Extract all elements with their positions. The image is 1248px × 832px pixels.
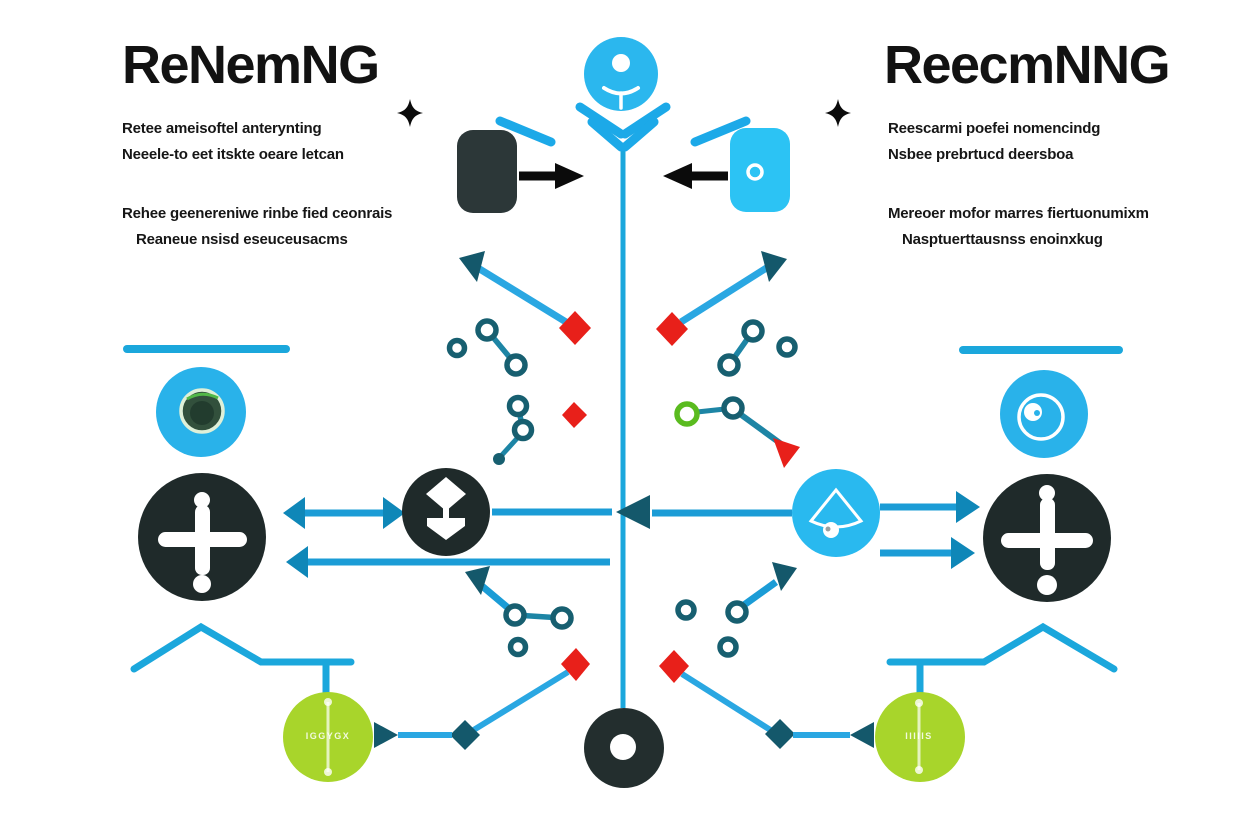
mid-left-double-arrow	[283, 497, 610, 578]
left-text-line: Rehee geenereniwe rinbe fied ceonrais	[122, 205, 393, 222]
eye-icon	[1017, 393, 1065, 441]
left-target-node	[156, 367, 246, 457]
left-green-node	[283, 692, 373, 782]
left-text-block-1: Retee ameisoftel anterynting Neeele-to e…	[122, 116, 344, 169]
upper-right-arrow	[656, 251, 787, 346]
green-dot	[674, 401, 700, 427]
bottom-left-cluster	[374, 566, 590, 750]
speaker-dot-icon	[612, 54, 630, 72]
right-zigzag	[886, 622, 1118, 700]
right-device-card	[663, 128, 790, 212]
left-zigzag	[130, 622, 355, 700]
right-plus-node	[983, 474, 1111, 602]
left-green-label: IGGYGX	[305, 731, 351, 741]
right-text-block-1: Reescarmi poefei nomencindg Nsbee prebrt…	[888, 116, 1100, 169]
wing-chevrons-icon	[495, 102, 751, 152]
sort-up-down-icon	[426, 477, 466, 540]
left-title: ReNemNG	[122, 35, 380, 95]
scatter-dots-upper-right	[674, 319, 800, 468]
arrow-left-icon	[663, 163, 692, 189]
plus-icon	[158, 492, 247, 593]
arrow-right-icon	[555, 163, 584, 189]
sparkle-left-icon	[397, 99, 423, 127]
mid-right-arrows	[880, 491, 980, 569]
red-diamond	[559, 311, 591, 345]
plus-icon	[1001, 485, 1093, 595]
left-plus-node	[138, 473, 266, 601]
red-diamond	[656, 312, 688, 346]
right-text-block-2: Mereoer mofor marres fiertuonumixm Naspt…	[888, 201, 1149, 254]
right-text-line: Nasptuerttausnss enoinxkug	[902, 231, 1103, 249]
bottom-donut-node	[584, 708, 664, 788]
red-diamond	[659, 650, 689, 683]
middle-sort-node	[402, 468, 490, 556]
right-title: ReecmNNG	[884, 35, 1171, 95]
left-text-line: Retee ameisoftel anterynting	[122, 120, 322, 137]
speaker-pin-node	[495, 37, 751, 152]
sparkle-right-icon	[825, 99, 851, 127]
right-green-node	[875, 692, 965, 782]
red-diamond-small	[562, 402, 587, 428]
upper-left-arrow	[459, 251, 591, 345]
left-text-line: Reaneue nsisd eseuceusacms	[136, 231, 348, 249]
right-text-line: Nsbee prebrtucd deersboa	[888, 146, 1074, 164]
right-fan-node	[792, 469, 880, 557]
left-device-card	[457, 130, 584, 213]
left-text-line: Neeele-to eet itskte oeare letcan	[122, 146, 344, 164]
right-eye-node	[1000, 370, 1088, 458]
right-green-label: IIIIIS	[905, 731, 933, 741]
left-text-block-2: Rehee geenereniwe rinbe fied ceonrais Re…	[122, 201, 392, 254]
mid-center-arrow	[492, 495, 792, 529]
red-diamond	[561, 648, 590, 681]
right-text-line: Reescarmi poefei nomencindg	[888, 120, 1101, 137]
bottom-right-cluster	[659, 562, 874, 749]
right-text-line: Mereoer mofor marres fiertuonumixm	[888, 205, 1149, 222]
scatter-dots-upper-left	[446, 318, 587, 465]
red-arrowhead	[773, 438, 800, 468]
donut-hole-icon	[610, 734, 636, 760]
